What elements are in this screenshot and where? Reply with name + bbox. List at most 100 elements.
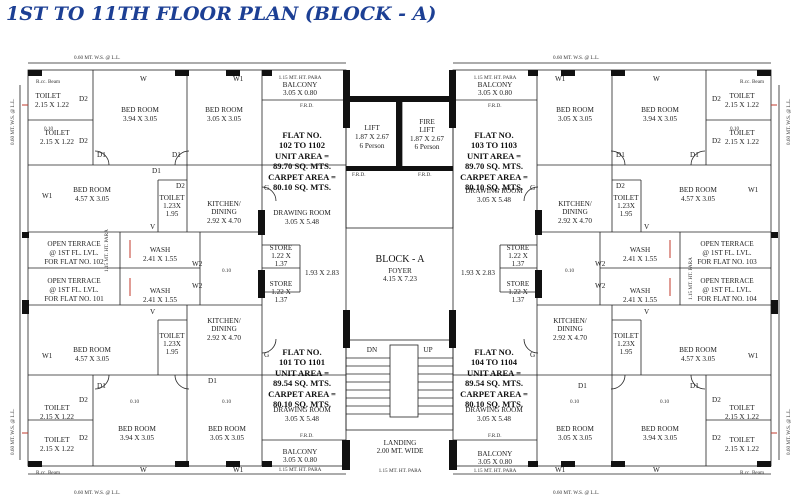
bedroom-size: 3.05 X 3.05 bbox=[558, 434, 592, 442]
bedroom-label: BED ROOM bbox=[641, 106, 679, 114]
store-label: STORE bbox=[270, 280, 293, 288]
store-size: 1.22 X bbox=[271, 288, 291, 296]
bedroom-size: 3.05 X 3.05 bbox=[207, 115, 241, 123]
wash-size: 2.41 X 1.55 bbox=[623, 255, 657, 263]
door-code: V bbox=[644, 223, 650, 231]
door-code: D1 bbox=[690, 151, 699, 159]
door-code: D2 bbox=[79, 396, 88, 404]
drawing-size: 3.05 X 5.48 bbox=[285, 415, 319, 423]
bedroom-size: 4.57 X 3.05 bbox=[75, 355, 109, 363]
unit-area-label: UNIT AREA = bbox=[275, 151, 329, 161]
carpet-area-value: 80.10 SQ. MTS. bbox=[465, 399, 523, 409]
kitchen-label: KITCHEN/ bbox=[558, 200, 592, 208]
balcony-label: BALCONY bbox=[283, 448, 319, 456]
terrace-for: FOR FLAT NO. 101 bbox=[44, 295, 104, 303]
lift-label: LIFT bbox=[364, 124, 380, 132]
door-code: D1 bbox=[690, 382, 699, 390]
bedroom-size: 4.57 X 3.05 bbox=[75, 195, 109, 203]
toilet-size: 2.15 X 1.22 bbox=[40, 138, 74, 146]
toilet-label: TOILET bbox=[729, 404, 755, 412]
toilet-size: 1.95 bbox=[166, 348, 179, 356]
unit-area-value: 89.70 SQ. MTS. bbox=[273, 161, 331, 171]
carpet-area-label: CARPET AREA = bbox=[460, 389, 528, 399]
rcc-beam-label: R.cc. Beam bbox=[36, 470, 60, 476]
store-label: STORE bbox=[507, 244, 530, 252]
toilet-size: 2.15 X 1.22 bbox=[725, 413, 759, 421]
wash-label: WASH bbox=[150, 287, 170, 295]
terrace-level: @ 1ST FL. LVL. bbox=[702, 286, 751, 294]
fire-lift-label: FIRE bbox=[419, 118, 435, 126]
bedroom-size: 4.57 X 3.05 bbox=[681, 355, 715, 363]
door-code: G bbox=[530, 184, 535, 192]
bedroom-label: BED ROOM bbox=[121, 106, 159, 114]
store-size: 1.22 X bbox=[271, 252, 291, 260]
door-code: D2 bbox=[712, 95, 721, 103]
wall-mark: 0.10 bbox=[44, 126, 53, 132]
terrace-para-label: 1.15 MT. HT. PARA bbox=[104, 229, 110, 272]
door-code: D2 bbox=[79, 137, 88, 145]
ws-label-top-left: 0.60 MT. W.S. @ L.L. bbox=[74, 55, 120, 61]
drawing-label: DRAWING ROOM bbox=[273, 209, 331, 217]
lift-capacity: 6 Person bbox=[360, 142, 385, 150]
terrace-for: FOR FLAT NO. 104 bbox=[697, 295, 757, 303]
window-code: W1 bbox=[233, 75, 244, 83]
kitchen-label: KITCHEN/ bbox=[207, 200, 241, 208]
landing-label: LANDING bbox=[384, 439, 417, 447]
drawing-size: 3.05 X 5.48 bbox=[477, 196, 511, 204]
fire-lift-size: 1.87 X 2.67 bbox=[410, 135, 444, 143]
drawing-size: 3.05 X 5.48 bbox=[285, 218, 319, 226]
kitchen-size: 2.92 X 4.70 bbox=[553, 334, 587, 342]
balcony-size: 3.05 X 0.80 bbox=[478, 458, 512, 466]
bedroom-size: 3.94 X 3.05 bbox=[643, 115, 677, 123]
window-code: W1 bbox=[748, 186, 759, 194]
flat-no-value: 104 TO 1104 bbox=[471, 357, 518, 367]
window-code: W1 bbox=[42, 192, 53, 200]
flat-no-label: FLAT NO. bbox=[474, 347, 513, 357]
terrace-para-label: 1.15 MT. HT. PARA bbox=[688, 257, 694, 300]
fire-lift-capacity: 6 Person bbox=[415, 143, 440, 151]
toilet-size: 1.95 bbox=[620, 348, 633, 356]
frd-label: F.R.D. bbox=[488, 433, 502, 439]
bedroom-label: BED ROOM bbox=[118, 425, 156, 433]
toilet-size: 2.15 X 1.22 bbox=[40, 445, 74, 453]
flat-no-value: 101 TO 1101 bbox=[279, 357, 325, 367]
bedroom-size: 3.94 X 3.05 bbox=[643, 434, 677, 442]
balcony-size: 3.05 X 0.80 bbox=[478, 89, 512, 97]
kitchen-label: DINING bbox=[557, 325, 583, 333]
flat-no-label: FLAT NO. bbox=[282, 130, 321, 140]
carpet-area-value: 80.10 SQ. MTS. bbox=[273, 182, 331, 192]
terrace-level: @ 1ST FL. LVL. bbox=[49, 249, 98, 257]
drawing-size: 3.05 X 5.48 bbox=[477, 415, 511, 423]
frd-label: F.R.D. bbox=[300, 103, 314, 109]
kitchen-label: DINING bbox=[211, 208, 237, 216]
toilet-label: TOILET bbox=[729, 129, 755, 137]
toilet-size: 2.15 X 1.22 bbox=[725, 101, 759, 109]
unit-area-value: 89.54 SQ. MTS. bbox=[465, 378, 523, 388]
bedroom-label: BED ROOM bbox=[641, 425, 679, 433]
terrace-label: OPEN TERRACE bbox=[47, 240, 101, 248]
bedroom-size: 3.94 X 3.05 bbox=[120, 434, 154, 442]
ht-para-label: 1.15 MT. HT. PARA bbox=[279, 75, 322, 81]
store-label: STORE bbox=[270, 244, 293, 252]
door-code: D1 bbox=[172, 151, 181, 159]
ws-label-left-side: 0.60 MT. W.S. @ L.L. bbox=[10, 99, 16, 145]
kitchen-size: 2.92 X 4.70 bbox=[207, 217, 241, 225]
store-label: STORE bbox=[507, 280, 530, 288]
toilet-size: 2.15 X 1.22 bbox=[40, 413, 74, 421]
door-code: D2 bbox=[616, 182, 625, 190]
door-code: V bbox=[644, 308, 650, 316]
ws-label-right-side: 0.60 MT. W.S. @ L.L. bbox=[786, 99, 792, 145]
fire-lift-label: LIFT bbox=[419, 126, 435, 134]
window-code: W1 bbox=[42, 352, 53, 360]
door-code: G bbox=[264, 351, 269, 359]
terrace-label: OPEN TERRACE bbox=[47, 277, 101, 285]
bedroom-size: 3.94 X 3.05 bbox=[123, 115, 157, 123]
frd-label: F.R.D. bbox=[418, 172, 432, 178]
drawing-label: DRAWING ROOM bbox=[465, 406, 523, 414]
ht-para-label: 1.15 MT. HT. PARA bbox=[474, 468, 517, 474]
flat-no-value: 102 TO 1102 bbox=[279, 140, 325, 150]
foyer-size: 4.15 X 7.23 bbox=[383, 275, 417, 283]
window-code: W1 bbox=[555, 75, 566, 83]
toilet-label: TOILET bbox=[159, 332, 185, 340]
carpet-area-label: CARPET AREA = bbox=[460, 172, 528, 182]
